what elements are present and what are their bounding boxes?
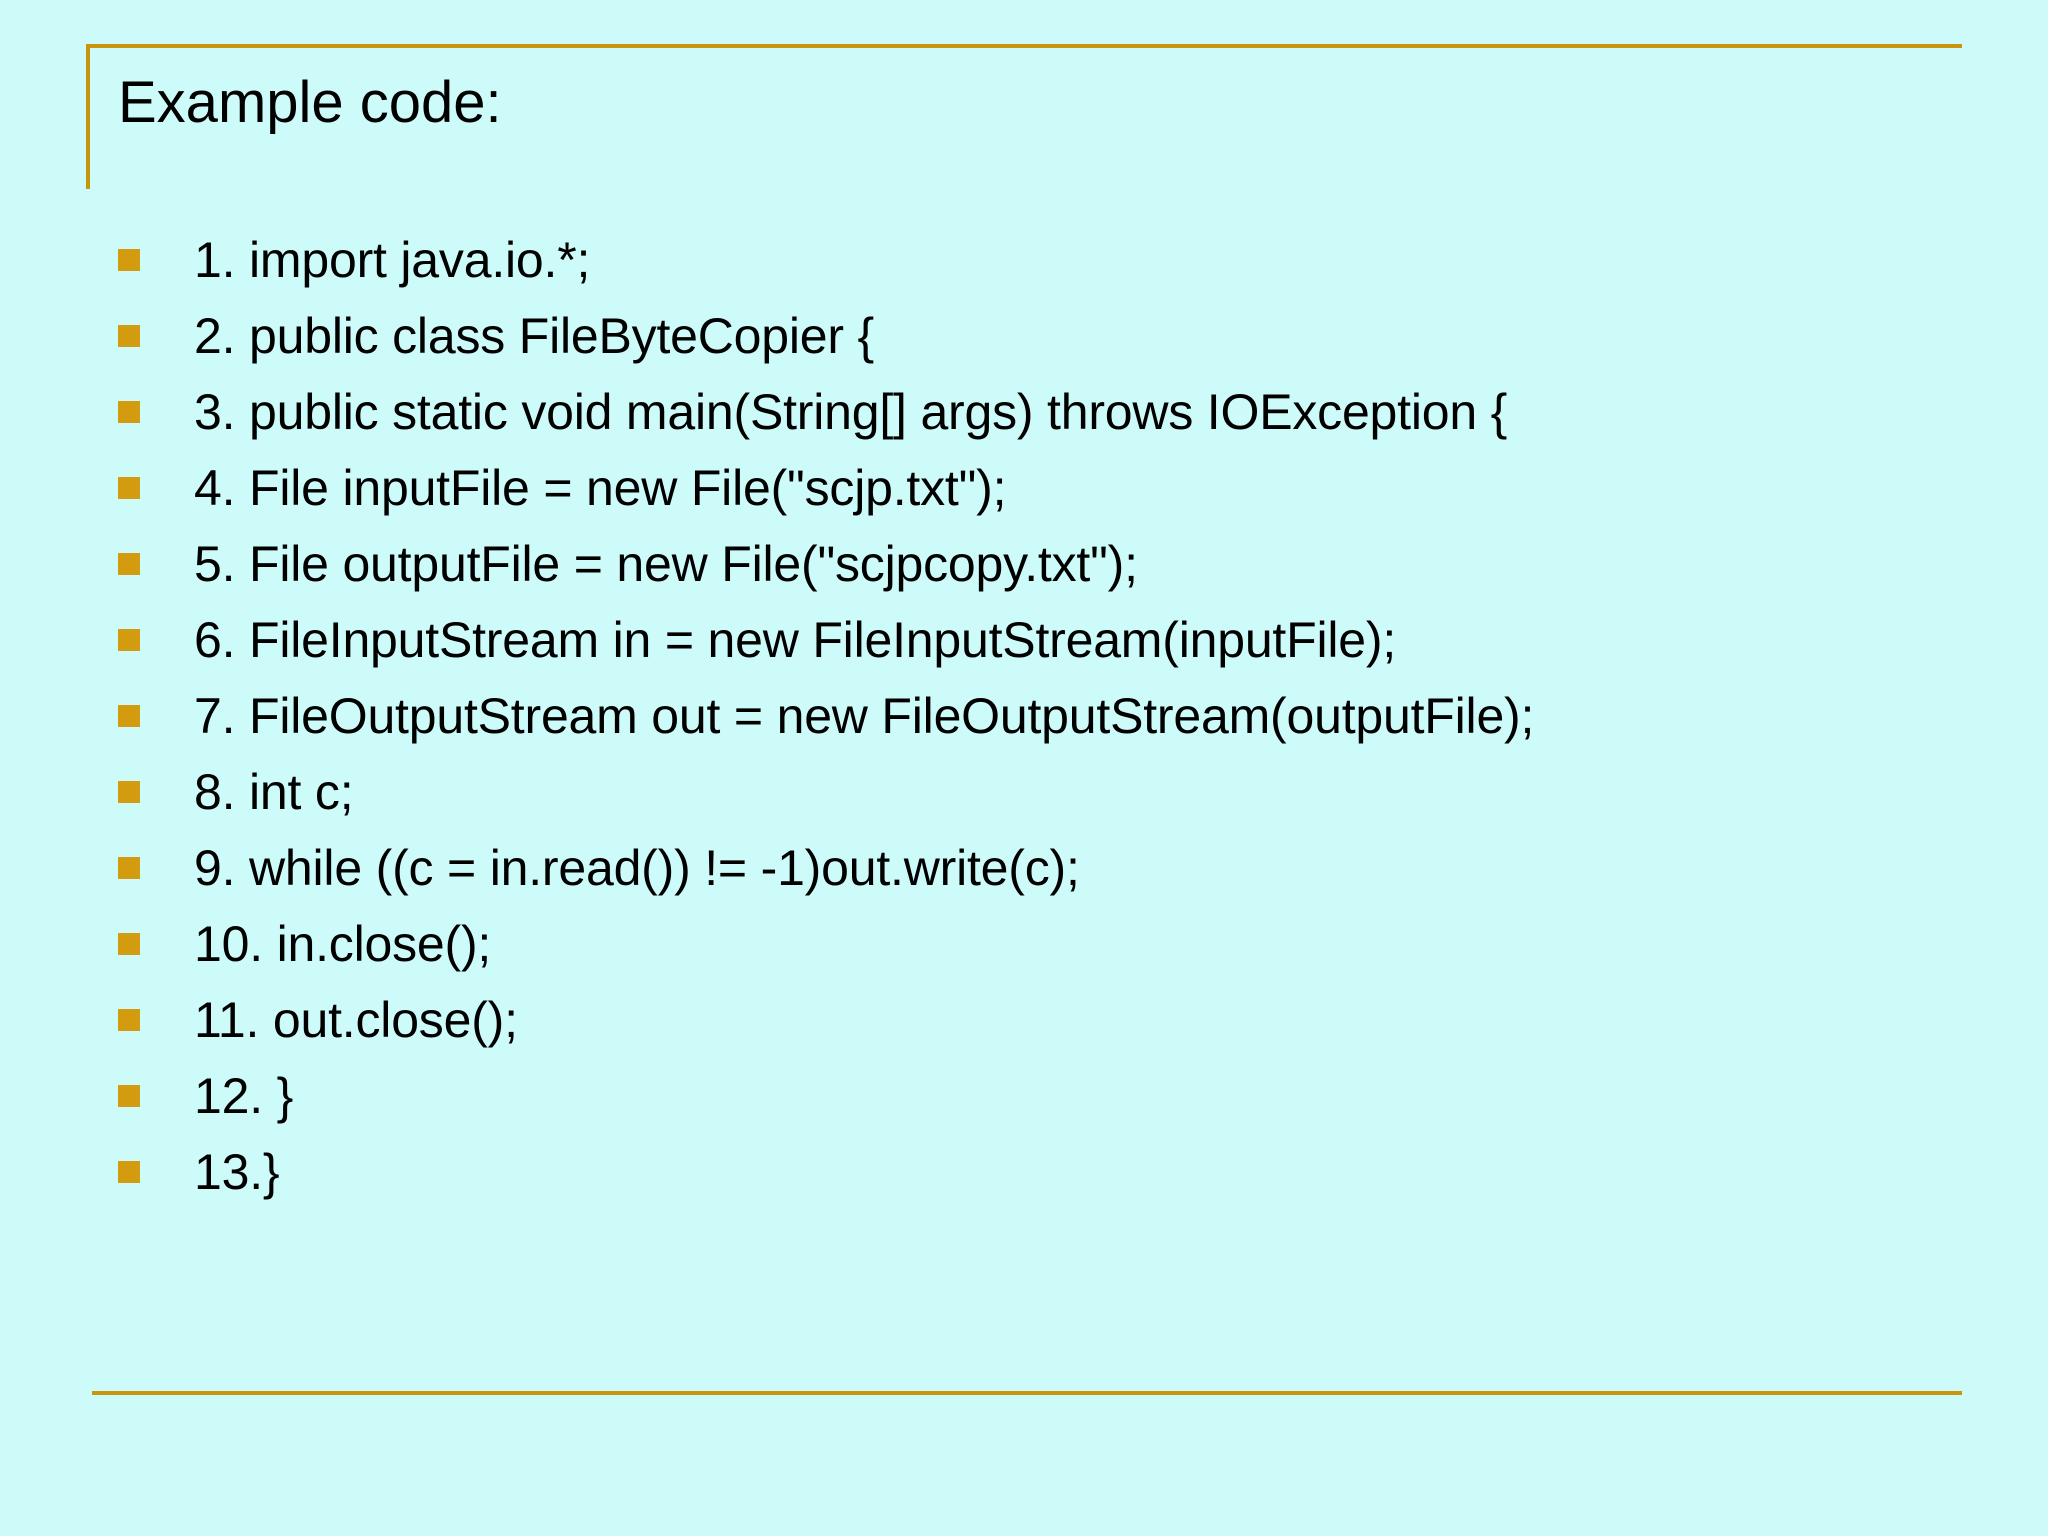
square-bullet-icon [118,1085,140,1107]
code-line-text: 13.} [194,1144,280,1200]
list-item: 13.} [118,1134,1968,1210]
code-line-text: 7. FileOutputStream out = new FileOutput… [194,688,1535,744]
list-item: 11. out.close(); [118,982,1968,1058]
code-line-text: 11. out.close(); [194,992,518,1048]
list-item: 2. public class FileByteCopier { [118,298,1968,374]
list-item: 1. import java.io.*; [118,222,1968,298]
square-bullet-icon [118,933,140,955]
square-bullet-icon [118,401,140,423]
code-line-text: 1. import java.io.*; [194,232,591,288]
list-item: 9. while ((c = in.read()) != -1)out.writ… [118,830,1968,906]
square-bullet-icon [118,1009,140,1031]
code-line-text: 4. File inputFile = new File("scjp.txt")… [194,460,1007,516]
square-bullet-icon [118,629,140,651]
list-item: 12. } [118,1058,1968,1134]
square-bullet-icon [118,553,140,575]
code-bullet-list: 1. import java.io.*; 2. public class Fil… [118,222,1968,1210]
page-title: Example code: [118,70,502,135]
square-bullet-icon [118,1161,140,1183]
square-bullet-icon [118,857,140,879]
list-item: 3. public static void main(String[] args… [118,374,1968,450]
code-line-text: 5. File outputFile = new File("scjpcopy.… [194,536,1138,592]
square-bullet-icon [118,705,140,727]
list-item: 8. int c; [118,754,1968,830]
bottom-accent-rule [92,1391,1962,1395]
square-bullet-icon [118,781,140,803]
square-bullet-icon [118,477,140,499]
code-line-text: 2. public class FileByteCopier { [194,308,875,364]
code-line-text: 9. while ((c = in.read()) != -1)out.writ… [194,840,1080,896]
code-line-text: 12. } [194,1068,294,1124]
list-item: 5. File outputFile = new File("scjpcopy.… [118,526,1968,602]
code-line-text: 8. int c; [194,764,354,820]
list-item: 10. in.close(); [118,906,1968,982]
top-accent-rule [86,44,1962,48]
square-bullet-icon [118,249,140,271]
list-item: 4. File inputFile = new File("scjp.txt")… [118,450,1968,526]
left-accent-rule [86,44,90,189]
list-item: 6. FileInputStream in = new FileInputStr… [118,602,1968,678]
code-line-text: 3. public static void main(String[] args… [194,384,1508,440]
code-line-text: 10. in.close(); [194,916,492,972]
list-item: 7. FileOutputStream out = new FileOutput… [118,678,1968,754]
code-line-text: 6. FileInputStream in = new FileInputStr… [194,612,1397,668]
square-bullet-icon [118,325,140,347]
